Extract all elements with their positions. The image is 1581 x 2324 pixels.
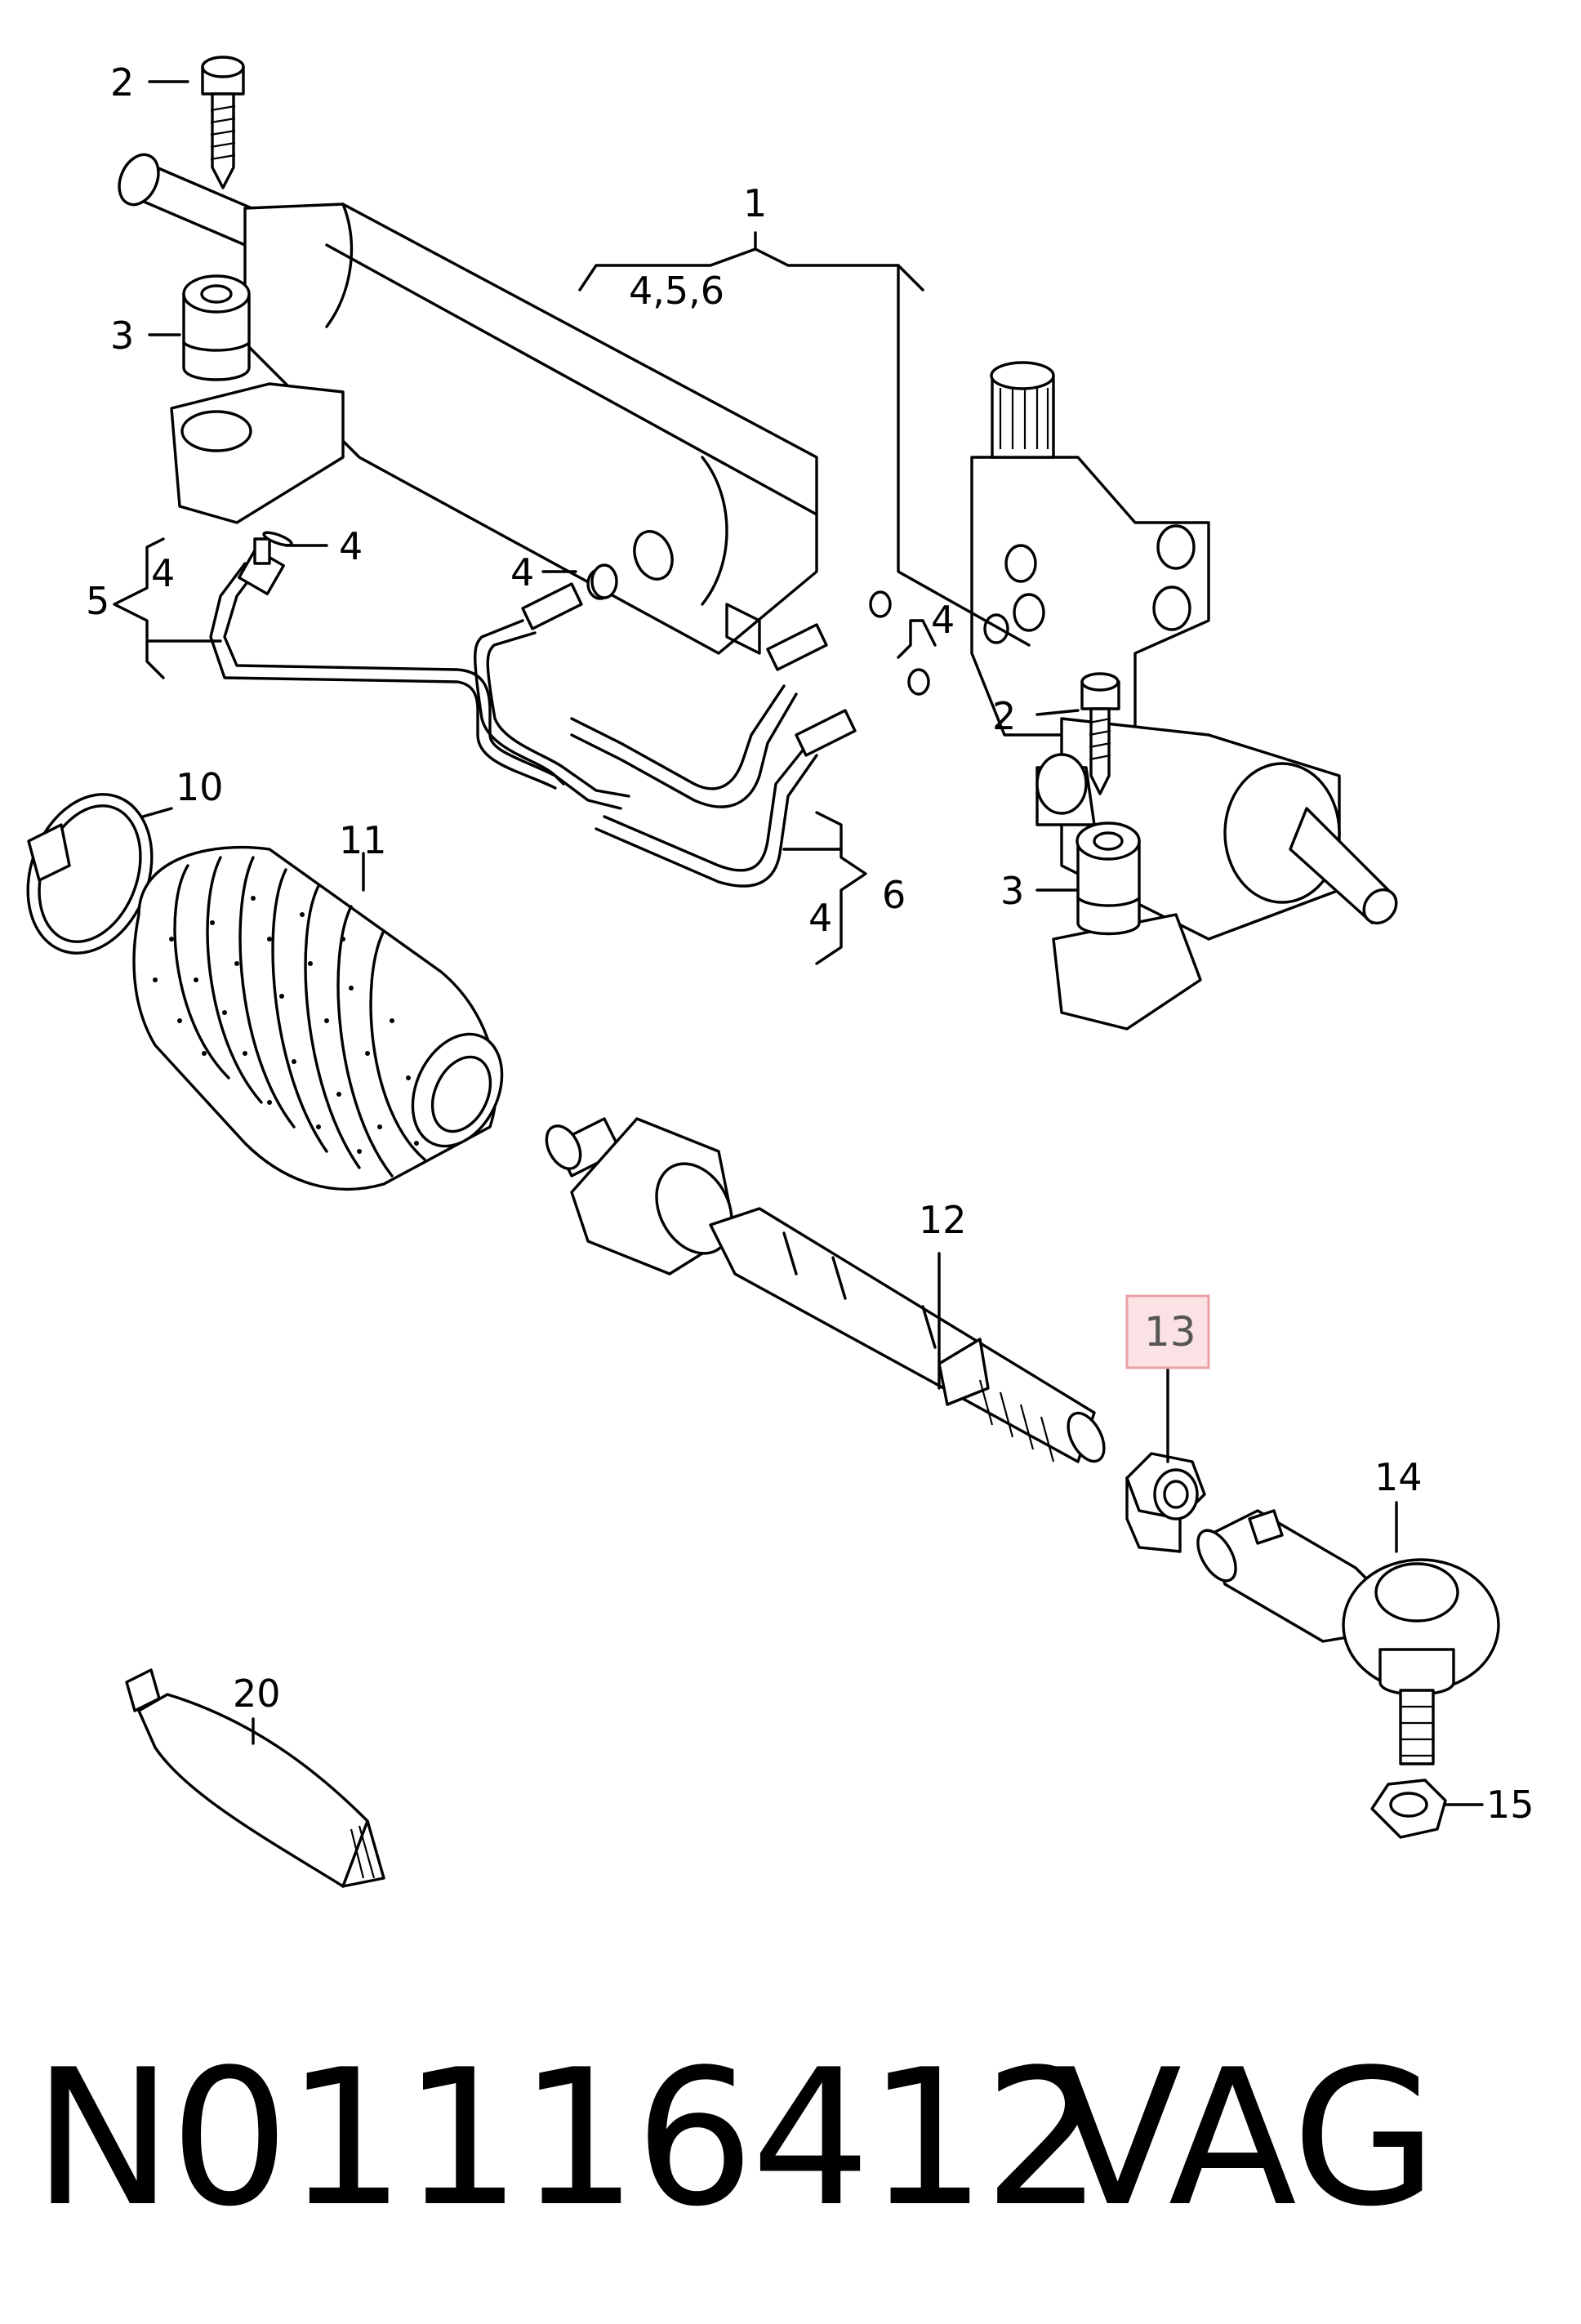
highlight-box-13 (1125, 1294, 1210, 1369)
callout-4-c: 4 (510, 550, 534, 594)
callout-1-sub: 4,5,6 (629, 269, 724, 313)
callout-14: 14 (1374, 1455, 1423, 1499)
steering-rack-housing (118, 56, 1398, 1031)
callout-4-b: 4 (151, 551, 175, 595)
hex-nut-15 (1370, 1779, 1447, 1839)
callout-2-right: 2 (992, 694, 1016, 738)
tie-rod-end (1196, 1509, 1500, 1765)
callout-2-top: 2 (110, 60, 134, 105)
footer: N01116412 VAG (33, 2033, 1568, 2246)
callout-20: 20 (233, 1672, 281, 1716)
callout-15: 15 (1486, 1783, 1534, 1827)
callout-3-top: 3 (110, 314, 134, 358)
callout-leaders (113, 80, 1484, 1806)
brand-name: VAG (1053, 2030, 1437, 2248)
callout-11: 11 (339, 818, 387, 862)
callout-6: 6 (882, 873, 906, 917)
callout-1: 1 (743, 181, 767, 225)
callout-12: 12 (919, 1198, 967, 1242)
inner-tie-rod (545, 1117, 1106, 1463)
rubber-boot (132, 845, 504, 1191)
callout-4-d: 4 (931, 598, 955, 642)
callout-4-a: 4 (339, 524, 363, 568)
part-number: N01116412 (33, 2030, 1103, 2248)
callout-4-f: 4 (808, 896, 832, 940)
callout-13: 13 (1144, 1308, 1196, 1356)
hydraulic-lines (209, 531, 857, 888)
callout-labels: 2 3 1 4,5,6 4 4 5 4 4 2 3 6 4 10 11 12 1… (86, 60, 1534, 1827)
callout-10: 10 (176, 765, 224, 809)
callout-5: 5 (86, 579, 109, 623)
grease-tube (125, 1668, 385, 1888)
callout-3-right: 3 (1000, 869, 1024, 913)
hex-nut-13 (1125, 1452, 1206, 1553)
